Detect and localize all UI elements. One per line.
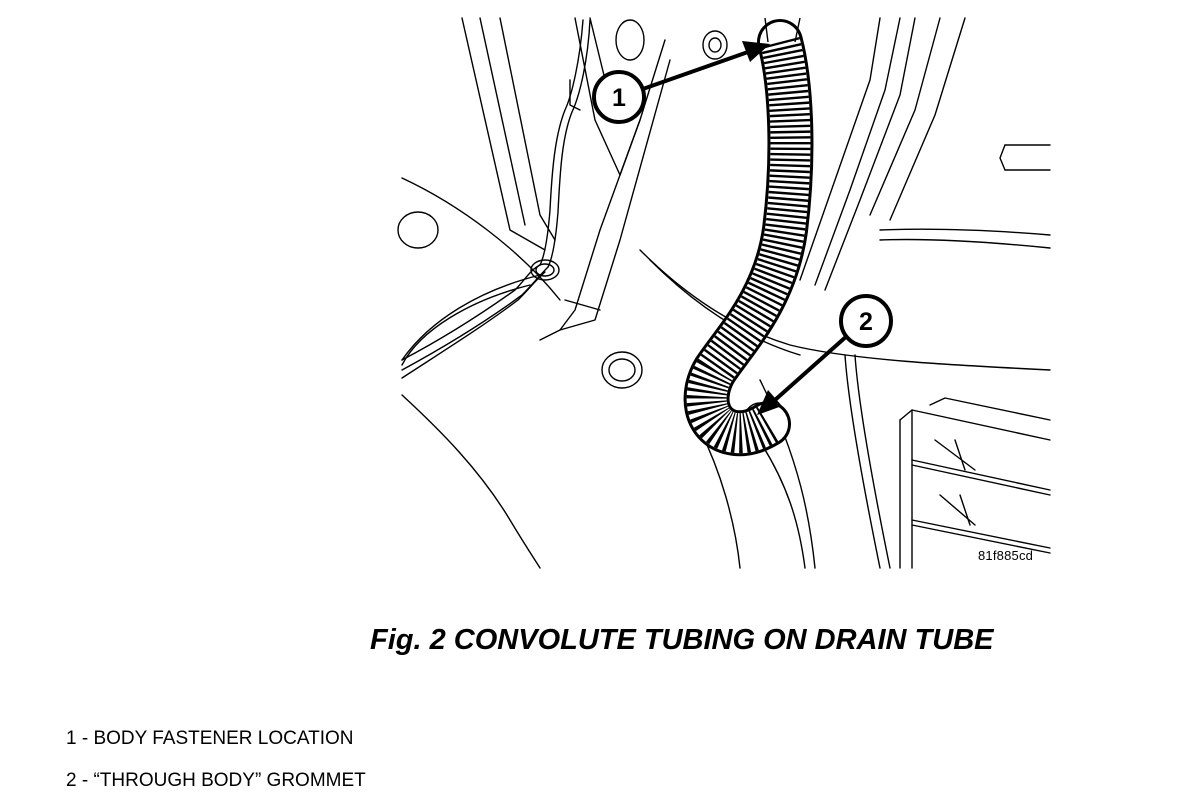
figure-code: 81f885cd: [978, 548, 1034, 563]
legend: 1 - BODY FASTENER LOCATION 2 - “THROUGH …: [66, 718, 366, 802]
wire-harness: [401, 19, 591, 379]
figure-title: Fig. 2 CONVOLUTE TUBING ON DRAIN TUBE: [370, 624, 994, 656]
convolute-tubing: [683, 17, 814, 457]
callout-1-number: 1: [612, 84, 626, 112]
pillar-bracket: [461, 17, 728, 341]
vent-grille: [899, 397, 1051, 569]
legend-item-1: 1 - BODY FASTENER LOCATION: [66, 728, 354, 749]
callout-2: 2: [757, 294, 893, 415]
body-panel-outline: [397, 177, 643, 569]
legend-item-2: 2 - “THROUGH BODY” GROMMET: [66, 770, 366, 791]
callout-2-number: 2: [859, 308, 873, 336]
callout-1: 1: [592, 41, 770, 124]
right-panel: [639, 17, 1051, 569]
